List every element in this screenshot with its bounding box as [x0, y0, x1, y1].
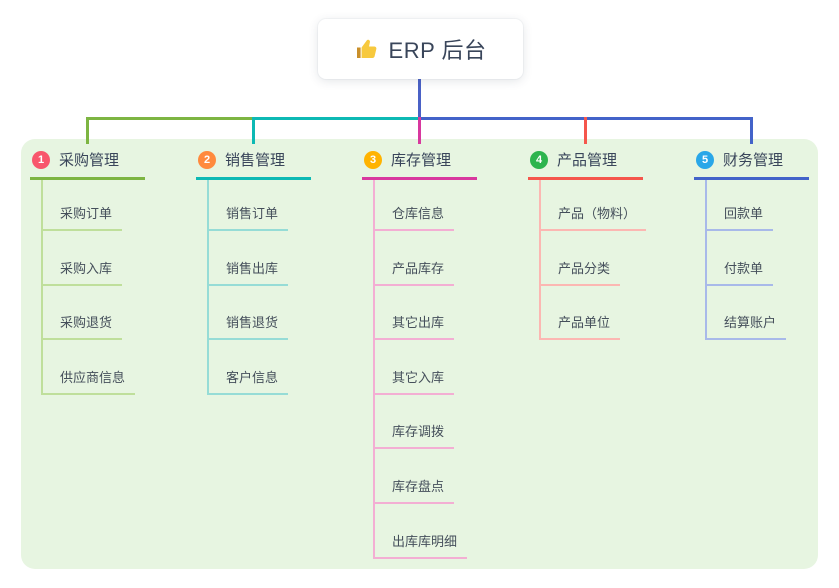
child-node[interactable]: 其它出库 [375, 312, 455, 341]
child-row: 供应商信息 [43, 340, 145, 395]
child-row: 采购入库 [43, 231, 145, 286]
child-row: 付款单 [707, 231, 809, 286]
root-connector-stem [418, 79, 421, 119]
child-row: 销售退货 [209, 286, 311, 341]
child-node[interactable]: 出库库明细 [375, 531, 468, 559]
child-row: 结算账户 [707, 286, 809, 341]
branch-node-2: 2 销售管理 销售订单销售出库销售退货客户信息 [196, 149, 311, 395]
branch-header[interactable]: 2 销售管理 [196, 149, 311, 180]
child-node[interactable]: 仓库信息 [375, 203, 455, 231]
child-node[interactable]: 销售出库 [209, 258, 289, 286]
branch-children: 仓库信息产品库存其它出库其它入库库存调拨库存盘点出库库明细 [373, 180, 477, 559]
branch-label: 财务管理 [723, 152, 784, 169]
branch-children: 采购订单采购入库采购退货供应商信息 [41, 180, 145, 395]
branch-node-4: 4 产品管理 产品（物料） 产品分类产品单位 [528, 149, 647, 341]
connector-horizontal [86, 117, 255, 120]
child-row: 销售订单 [209, 180, 311, 231]
child-node[interactable]: 供应商信息 [43, 367, 136, 395]
branch-node-1: 1 采购管理 采购订单采购入库采购退货供应商信息 [30, 149, 145, 395]
child-node[interactable]: 其它入库 [375, 367, 455, 395]
branch-label: 采购管理 [59, 152, 120, 169]
child-node[interactable]: 采购退货 [43, 312, 123, 341]
child-node[interactable]: 库存盘点 [375, 476, 455, 504]
branch-header[interactable]: 3 库存管理 [362, 149, 477, 180]
child-node[interactable]: 库存调拨 [375, 421, 455, 450]
branch-node-3: 3 库存管理 仓库信息产品库存其它出库其它入库库存调拨库存盘点出库库明细 [362, 149, 477, 559]
child-row: 产品分类 [541, 231, 646, 286]
child-row: 产品单位 [541, 286, 646, 341]
branch-children: 销售订单销售出库销售退货客户信息 [207, 180, 311, 395]
child-node[interactable]: 采购订单 [43, 203, 123, 231]
branch-node-5: 5 财务管理 回款单付款单结算账户 [694, 149, 809, 341]
branch-children: 产品（物料） 产品分类产品单位 [539, 180, 647, 341]
branch-header[interactable]: 1 采购管理 [30, 149, 145, 180]
child-row: 库存调拨 [375, 395, 477, 450]
branch-number-badge: 5 [696, 150, 714, 169]
child-node[interactable]: 付款单 [707, 258, 774, 286]
child-node[interactable]: 销售退货 [209, 312, 289, 341]
child-node[interactable]: 产品分类 [541, 258, 621, 286]
child-row: 其它出库 [375, 286, 477, 341]
branch-drop-line [252, 117, 255, 144]
branch-number-badge: 4 [530, 150, 548, 169]
child-row: 客户信息 [209, 340, 311, 395]
child-row: 库存盘点 [375, 449, 477, 504]
child-node[interactable]: 产品库存 [375, 258, 455, 286]
branch-label: 销售管理 [225, 152, 286, 169]
child-row: 销售出库 [209, 231, 311, 286]
branch-header[interactable]: 4 产品管理 [528, 149, 643, 180]
branch-label: 产品管理 [557, 152, 618, 169]
branch-header[interactable]: 5 财务管理 [694, 149, 809, 180]
child-row: 回款单 [707, 180, 809, 231]
branch-drop-line [750, 117, 753, 144]
branch-label: 库存管理 [391, 152, 452, 169]
branch-children: 回款单付款单结算账户 [705, 180, 809, 341]
child-node[interactable]: 产品单位 [541, 312, 621, 341]
child-row: 仓库信息 [375, 180, 477, 231]
branch-drop-line [584, 117, 587, 144]
connector-horizontal [252, 117, 421, 120]
child-node[interactable]: 采购入库 [43, 258, 123, 286]
child-node[interactable]: 回款单 [707, 203, 774, 231]
branch-number-badge: 1 [32, 150, 50, 169]
root-title: ERP 后台 [388, 38, 487, 63]
child-row: 产品（物料） [541, 180, 647, 231]
child-node[interactable]: 结算账户 [707, 312, 787, 341]
child-row: 采购退货 [43, 286, 145, 341]
branch-drop-line [86, 117, 89, 144]
root-node[interactable]: ERP 后台 [318, 19, 523, 79]
child-node[interactable]: 产品（物料） [541, 203, 647, 231]
child-node[interactable]: 客户信息 [209, 367, 289, 395]
child-row: 其它入库 [375, 340, 477, 395]
thumbs-up-icon [355, 37, 379, 61]
branches-panel [21, 139, 818, 569]
child-row: 产品库存 [375, 231, 477, 286]
branch-number-badge: 3 [364, 150, 382, 169]
child-row: 采购订单 [43, 180, 145, 231]
branch-drop-line [418, 117, 421, 144]
branch-number-badge: 2 [198, 150, 216, 169]
child-row: 出库库明细 [375, 504, 477, 559]
child-node[interactable]: 销售订单 [209, 203, 289, 231]
